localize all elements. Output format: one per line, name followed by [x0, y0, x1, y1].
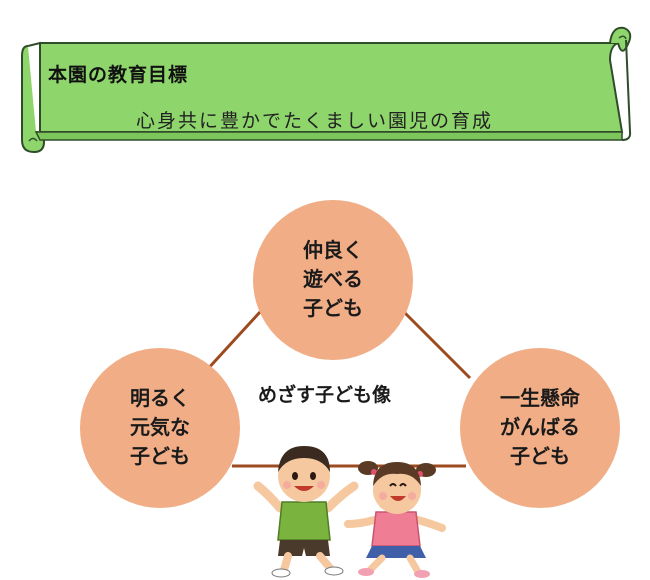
circle-right	[460, 348, 620, 508]
circle-top	[253, 200, 413, 360]
circle-right-label: 一生懸命 がんばる 子ども	[465, 384, 615, 471]
circle-left-line-1: 明るく	[130, 386, 190, 410]
circle-left-line-3: 子ども	[130, 444, 190, 468]
kids-illustration	[253, 446, 446, 578]
boy-illustration-icon	[253, 446, 359, 578]
circle-right-line-2: がんばる	[500, 415, 580, 439]
banner-subtitle: 心身共に豊かでたくましい園児の育成	[136, 110, 494, 132]
circle-left	[80, 348, 240, 508]
circle-top-label: 仲良く 遊べる 子ども	[258, 236, 408, 323]
circle-right-line-1: 一生懸命	[500, 386, 580, 410]
circle-top-line-2: 遊べる	[303, 267, 363, 291]
circle-top-line-3: 子ども	[303, 296, 363, 320]
circle-right-line-3: 子ども	[510, 444, 570, 468]
girl-illustration-icon	[344, 461, 446, 578]
connector-top-right	[402, 310, 472, 380]
center-label: めざす子ども像	[258, 384, 392, 406]
scroll-banner	[21, 26, 632, 154]
circle-left-line-2: 元気な	[130, 415, 190, 439]
circle-left-label: 明るく 元気な 子ども	[85, 384, 235, 471]
banner-title: 本園の教育目標	[48, 64, 189, 86]
goal-diagram	[80, 200, 620, 508]
connector-top-left	[203, 310, 262, 374]
circle-top-line-1: 仲良く	[303, 238, 363, 262]
